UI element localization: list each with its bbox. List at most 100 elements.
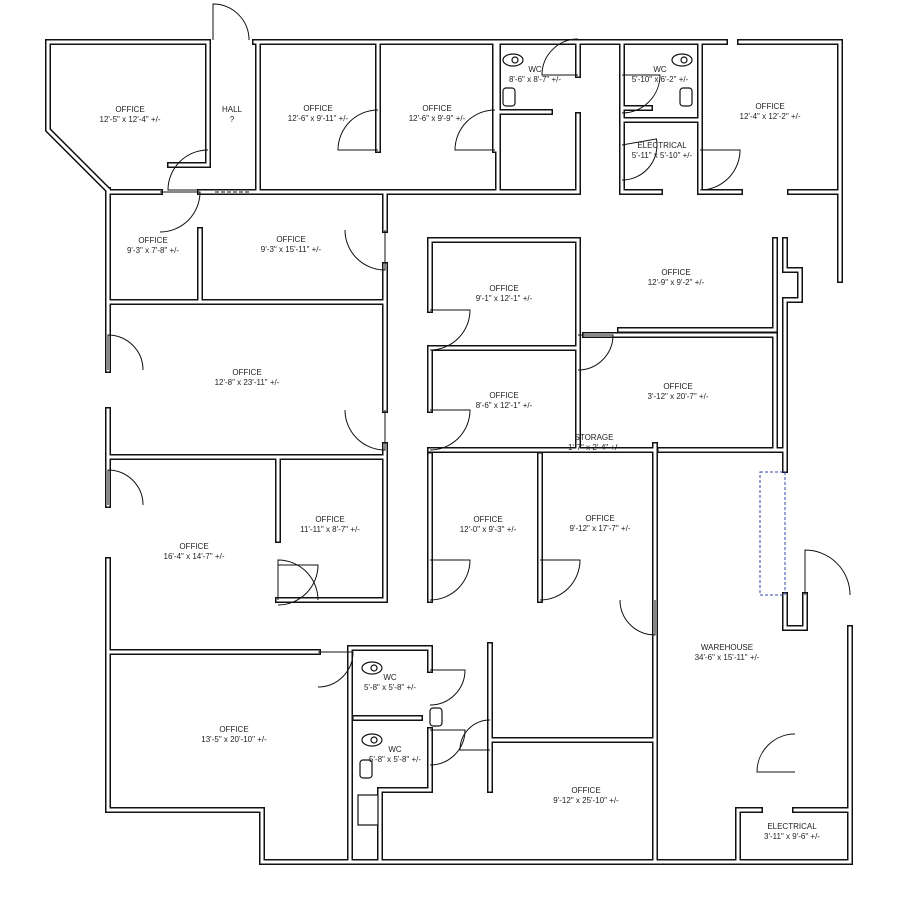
wall-inner: [378, 728, 432, 792]
room-name: OFFICE: [663, 382, 692, 391]
room-name: ELECTRICAL: [637, 141, 687, 150]
room-size: 5'-11" x 5'-10" +/-: [632, 151, 693, 160]
fixtures: [357, 53, 693, 826]
room-size: 9'-1" x 12'-1" +/-: [476, 294, 533, 303]
room-label: HALL?: [222, 105, 243, 124]
room-label: WC5'-8" x 5'-8" +/-: [369, 745, 421, 764]
wall: [782, 592, 808, 631]
door-swing: [429, 669, 466, 706]
door-swing: [429, 309, 471, 351]
wall-inner: [783, 238, 802, 472]
room-name: OFFICE: [489, 391, 518, 400]
wall-inner: [46, 40, 111, 193]
room-name: OFFICE: [303, 104, 332, 113]
room-size: 12'-6" x 9'-9" +/-: [409, 114, 466, 123]
room-name: OFFICE: [489, 284, 518, 293]
door-swing: [277, 559, 319, 601]
room-size: 16'-4" x 14'-7" +/-: [164, 552, 225, 561]
wall-inner: [168, 40, 210, 167]
room-name: OFFICE: [755, 102, 784, 111]
door-swing: [429, 559, 471, 601]
room-size: 5'-8" x 5'-8" +/-: [369, 755, 421, 764]
room-size: 13'-5" x 20'-10" +/-: [201, 735, 267, 744]
room-size: 9'-12" x 25'-10" +/-: [553, 796, 619, 805]
room-name: OFFICE: [661, 268, 690, 277]
room-size: 12'-0" x 9'-3" +/-: [460, 525, 517, 534]
door-swing: [344, 409, 386, 451]
door-swing: [619, 599, 656, 636]
door-swing: [429, 409, 471, 451]
wall-inner: [348, 646, 432, 672]
door-swing: [454, 109, 496, 151]
room-name: OFFICE: [219, 725, 248, 734]
room-size: 1'-7" x 2'-4" +/-: [568, 443, 620, 452]
counter-sink-icon: [357, 794, 379, 826]
door-swing: [429, 729, 466, 766]
door-swing: [337, 109, 379, 151]
wall-inner: [783, 593, 807, 630]
sink-icon: [359, 759, 373, 779]
room-size: 9'-3" x 15'-11" +/-: [261, 245, 322, 254]
room-name: OFFICE: [315, 515, 344, 524]
toilet-bowl: [370, 736, 378, 744]
wall-inner: [738, 40, 842, 282]
doors: [107, 3, 851, 773]
room-size: 12'-8" x 23'-11" +/-: [215, 378, 280, 387]
room-size: 11'-11" x 8'-7" +/-: [300, 525, 360, 534]
toilet-bowl: [680, 56, 688, 64]
door-swing: [621, 74, 661, 114]
door-swing: [756, 733, 796, 773]
door-swing: [344, 229, 386, 271]
walls: [45, 39, 853, 865]
sink-icon: [429, 707, 443, 727]
room-size: 9'-12" x 17'-7" +/-: [570, 524, 631, 533]
door-swing: [107, 334, 144, 371]
room-label: WC5'-10" x 6'-2" +/-: [632, 65, 689, 84]
room-name: ELECTRICAL: [767, 822, 817, 831]
room-name: OFFICE: [473, 515, 502, 524]
door-swing: [159, 191, 201, 233]
room-size: 12'-4" x 12'-2" +/-: [740, 112, 801, 121]
room-name: STORAGE: [575, 433, 614, 442]
door-swing: [167, 149, 209, 191]
room-name: OFFICE: [585, 514, 614, 523]
room-size: 8'-6" x 12'-1" +/-: [476, 401, 533, 410]
room-size: 9'-3" x 7'-8" +/-: [127, 246, 179, 255]
room-name: OFFICE: [115, 105, 144, 114]
room-name: WC: [388, 745, 402, 754]
wall-inner: [428, 238, 580, 352]
room-size: ?: [230, 115, 235, 124]
wall: [782, 237, 803, 473]
door-swing: [317, 651, 354, 688]
door-swing: [577, 334, 614, 371]
door-swing: [539, 559, 581, 601]
wall-inner: [618, 238, 777, 332]
room-size: 12'-9" x 9'-2" +/-: [648, 278, 705, 287]
sink-icon: [679, 87, 693, 107]
room-name: HALL: [222, 105, 243, 114]
room-size: 8'-6" x 8'-7" +/-: [509, 75, 561, 84]
room-name: OFFICE: [571, 786, 600, 795]
door-swing: [212, 3, 250, 41]
room-size: 5'-8" x 5'-8" +/-: [364, 683, 416, 692]
room-size: 34'-6" x 15'-11" +/-: [695, 653, 760, 662]
room-size: 12'-5" x 12'-4" +/-: [100, 115, 161, 124]
room-name: OFFICE: [276, 235, 305, 244]
door-swing: [277, 564, 319, 606]
room-name: OFFICE: [232, 368, 261, 377]
door-swing: [541, 38, 579, 76]
